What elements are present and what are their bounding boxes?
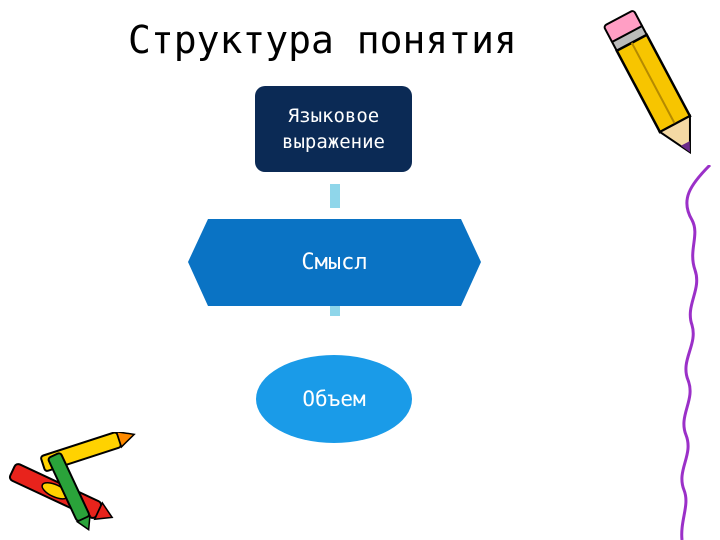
- pencil-icon: [603, 10, 692, 155]
- node-language-expression-line1: Языковое: [287, 105, 380, 127]
- node-meaning-shape: [188, 219, 481, 306]
- node-language-expression-line2: выражение: [282, 131, 385, 153]
- node-meaning: Смысл: [301, 250, 368, 275]
- node-scope: Объем: [256, 355, 412, 443]
- connector-top: [330, 184, 340, 208]
- node-language-expression: Языковое выражение: [255, 86, 412, 172]
- crayons-icon: [8, 432, 136, 531]
- wavy-line: [680, 165, 712, 540]
- connector-bottom: [330, 306, 340, 316]
- slide-title: Структура понятия: [128, 18, 517, 62]
